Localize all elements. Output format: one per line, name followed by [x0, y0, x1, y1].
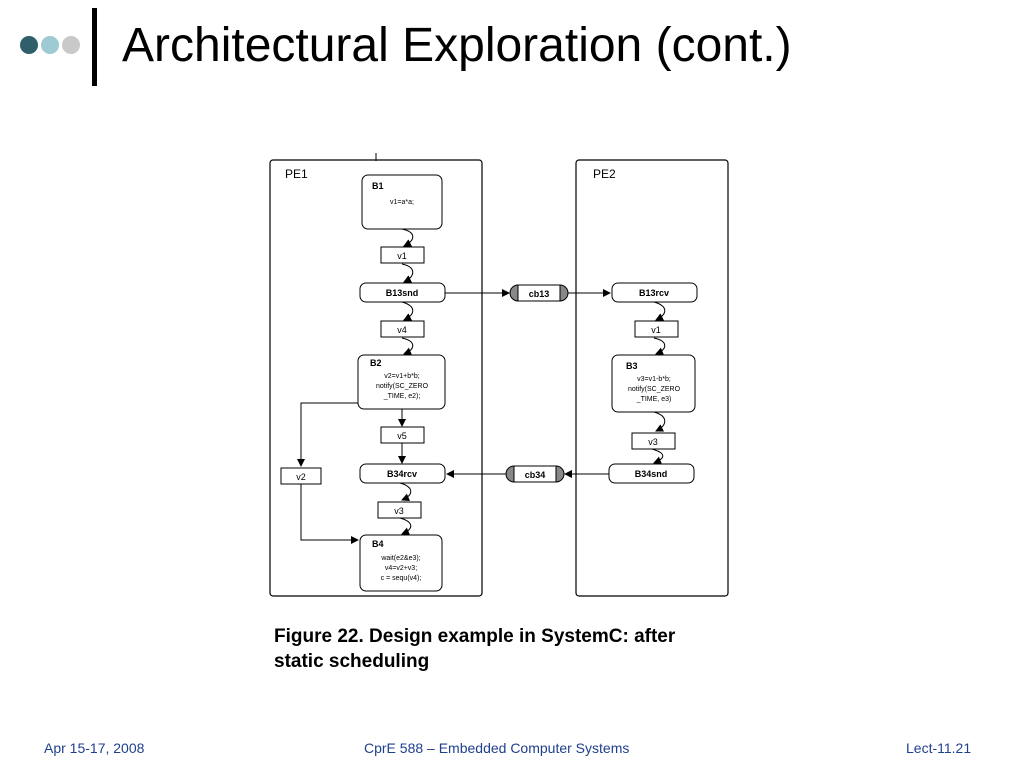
- flow-b13rcv-to-v1: [653, 301, 666, 321]
- block-b13rcv-label: B13rcv: [639, 288, 669, 298]
- channel-cb34-left-cap: [505, 465, 515, 483]
- channel-cb13: [517, 284, 561, 302]
- block-b1-title: B1: [372, 181, 384, 191]
- flow-v3-to-b34snd: [651, 448, 664, 464]
- block-b2-code-2: notify(SC_ZERO: [376, 383, 429, 390]
- block-b3-code-3: _TIME, e3): [636, 396, 672, 403]
- var-box-pe2-v1: [634, 320, 679, 338]
- var-pe2-v1: v1: [651, 325, 661, 335]
- figure-caption: Figure 22. Design example in SystemC: af…: [274, 624, 744, 674]
- block-b3-title: B3: [626, 361, 638, 371]
- block-b3-code-1: v3=v1-b*b;: [637, 376, 671, 383]
- channel-cb34: [513, 465, 557, 483]
- block-b4-code-2: v4=v2+v3;: [385, 565, 417, 572]
- var-box-pe1-v3: [377, 501, 422, 519]
- block-b3: [611, 354, 696, 413]
- channel-cb13-right-cap: [559, 284, 569, 302]
- flow-v1-to-b3: [653, 337, 666, 355]
- flow-b13snd-to-v4: [401, 301, 414, 321]
- flow-v4-to-b2: [401, 337, 414, 355]
- dot-dark: [20, 36, 38, 54]
- block-b3-code-2: notify(SC_ZERO: [628, 386, 681, 393]
- var-box-pe1-v4: [380, 320, 425, 338]
- pe2-container: [575, 159, 729, 597]
- flow-v3-to-b4: [399, 517, 412, 535]
- var-pe1-v3: v3: [394, 506, 404, 516]
- pe1-label: PE1: [285, 167, 308, 181]
- block-b4-code-1: wait(e2&e3);: [380, 555, 420, 562]
- flow-b3-to-v3: [653, 411, 666, 432]
- channel-cb13-label: cb13: [529, 289, 550, 299]
- var-box-pe1-v1: [380, 246, 425, 264]
- channel-cb34-label: cb34: [525, 470, 546, 480]
- figure-caption-line-2: static scheduling: [274, 651, 430, 672]
- flow-side-v2-to-b4: [300, 484, 359, 544]
- var-side-v2: v2: [296, 472, 306, 482]
- block-b4-title: B4: [372, 539, 384, 549]
- dot-gray: [62, 36, 80, 54]
- block-b4-code-3: c = sequ(v4);: [381, 575, 422, 582]
- pe1-container: [269, 159, 483, 597]
- block-b2-code-1: v2=v1+b*b;: [384, 373, 419, 380]
- block-b4: [359, 534, 443, 592]
- slide-title: Architectural Exploration (cont.): [122, 19, 792, 72]
- flow-v1-to-b13snd: [401, 263, 414, 283]
- dot-light-teal: [41, 36, 59, 54]
- figure-caption-line-1: Figure 22. Design example in SystemC: af…: [274, 626, 676, 647]
- title-divider: [92, 8, 97, 86]
- block-b34rcv: [359, 463, 446, 484]
- block-b34rcv-label: B34rcv: [387, 469, 417, 479]
- block-b1-code: v1=a*a;: [390, 199, 414, 206]
- block-b34snd-label: B34snd: [635, 469, 668, 479]
- block-b13snd-label: B13snd: [386, 288, 419, 298]
- var-pe1-v1: v1: [397, 251, 407, 261]
- var-pe2-v3: v3: [648, 437, 658, 447]
- systemc-design-diagram: PE1 PE2 B1 v1=a*a; v1 B13snd v4 B2 v2=v1…: [269, 153, 729, 597]
- block-b2-title: B2: [370, 358, 382, 368]
- block-b2-code-3: _TIME, e2);: [383, 393, 421, 400]
- flow-b34rcv-to-v3: [399, 482, 412, 501]
- pe2-label: PE2: [593, 167, 616, 181]
- channel-cb34-right-cap: [555, 465, 565, 483]
- var-pe1-v5: v5: [397, 431, 407, 441]
- footer-date: Apr 15-17, 2008: [44, 740, 145, 756]
- footer-lecture: Lect-11.21: [906, 740, 972, 756]
- var-pe1-v4: v4: [397, 325, 407, 335]
- flow-b2-to-side-v2: [297, 402, 358, 467]
- flow-b1-to-v1: [401, 228, 414, 247]
- channel-cb13-left-cap: [509, 284, 519, 302]
- footer-course: CprE 588 – Embedded Computer Systems: [364, 740, 630, 756]
